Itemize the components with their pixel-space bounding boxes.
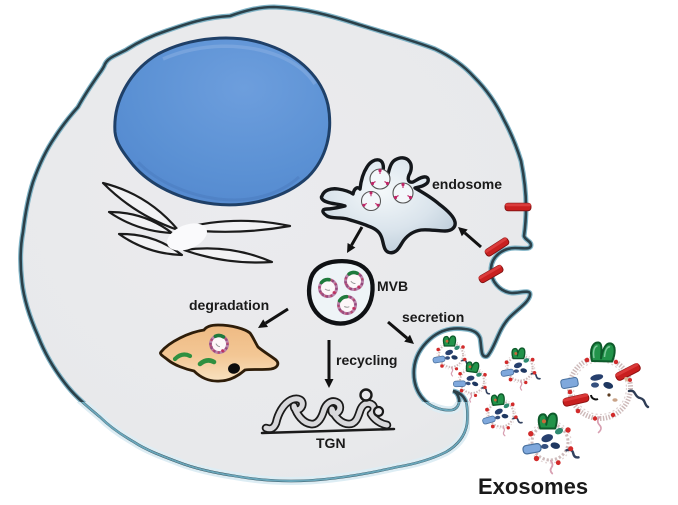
svg-text:Exosomes: Exosomes bbox=[478, 474, 588, 499]
svg-text:secretion: secretion bbox=[402, 309, 464, 325]
svg-text:endosome: endosome bbox=[432, 176, 502, 192]
svg-text:TGN: TGN bbox=[316, 435, 346, 451]
svg-text:MVB: MVB bbox=[377, 278, 408, 294]
svg-text:recycling: recycling bbox=[336, 352, 397, 368]
svg-text:degradation: degradation bbox=[189, 297, 269, 313]
